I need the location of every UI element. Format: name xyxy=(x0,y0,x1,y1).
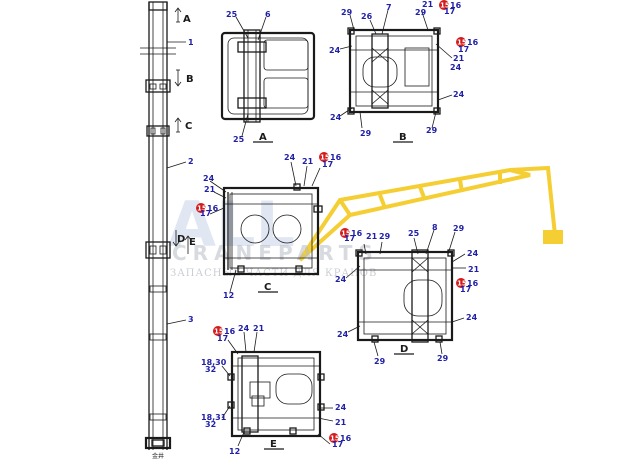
svg-text:21: 21 xyxy=(468,265,480,274)
view-e: 15 16 17 24 21 18,30 32 18,31 32 24 21 1… xyxy=(201,324,352,456)
view-a-title: A xyxy=(259,132,267,143)
svg-text:16: 16 xyxy=(224,327,236,336)
svg-text:24: 24 xyxy=(337,330,349,339)
svg-text:15: 15 xyxy=(214,328,224,336)
svg-text:7: 7 xyxy=(386,3,392,12)
svg-text:17: 17 xyxy=(200,209,211,218)
section-mark-d: D xyxy=(172,230,185,247)
svg-text:32: 32 xyxy=(205,420,216,429)
svg-text:21: 21 xyxy=(204,185,216,194)
svg-text:15: 15 xyxy=(320,154,330,162)
svg-text:24: 24 xyxy=(467,249,479,258)
view-b: 29 26 7 21 15 16 29 17 15 16 24 17 21 24… xyxy=(329,0,479,143)
svg-text:29: 29 xyxy=(360,129,372,138)
column-footer: 金井 xyxy=(152,452,164,460)
svg-text:15: 15 xyxy=(457,39,467,47)
svg-text:8: 8 xyxy=(432,223,438,232)
label-a-25b: 25 xyxy=(233,135,245,144)
svg-text:15: 15 xyxy=(330,435,340,443)
svg-text:B: B xyxy=(186,74,194,85)
svg-text:21: 21 xyxy=(302,157,314,166)
svg-text:12: 12 xyxy=(223,291,234,300)
label-2: 2 xyxy=(188,157,194,166)
view-c-title: C xyxy=(264,282,271,293)
boom-side-elevation: 金井 1 2 3 A B C D xyxy=(140,1,196,460)
svg-text:29: 29 xyxy=(453,224,465,233)
svg-text:15: 15 xyxy=(457,280,467,288)
svg-text:29: 29 xyxy=(437,354,449,363)
svg-text:17: 17 xyxy=(344,234,355,243)
svg-text:15: 15 xyxy=(440,2,450,10)
watermark: ALL CRANEPARTS ЗАПАСНЫЕ ЧАСТИ ДЛЯ КРАНОВ xyxy=(168,165,563,279)
svg-text:29: 29 xyxy=(379,232,391,241)
view-d: 15 16 17 21 29 25 8 29 24 21 15 16 17 24… xyxy=(335,223,480,366)
svg-text:21: 21 xyxy=(253,324,265,333)
section-mark-b: B xyxy=(174,69,194,87)
label-a-25: 25 xyxy=(226,10,238,19)
svg-text:24: 24 xyxy=(329,46,341,55)
crane-silhouette-icon xyxy=(298,165,563,262)
svg-text:29: 29 xyxy=(341,8,353,17)
svg-text:16: 16 xyxy=(340,434,352,443)
svg-text:17: 17 xyxy=(444,7,455,16)
svg-text:C: C xyxy=(185,121,192,132)
view-c: 24 21 15 16 17 24 21 15 16 17 12 C xyxy=(196,152,342,300)
svg-text:16: 16 xyxy=(330,153,342,162)
svg-text:17: 17 xyxy=(217,334,228,343)
svg-text:D: D xyxy=(177,234,185,245)
svg-text:24: 24 xyxy=(203,174,215,183)
svg-text:17: 17 xyxy=(322,160,333,169)
svg-text:16: 16 xyxy=(467,279,479,288)
svg-text:16: 16 xyxy=(351,229,363,238)
svg-text:E: E xyxy=(189,237,196,248)
svg-text:29: 29 xyxy=(374,357,386,366)
svg-text:15: 15 xyxy=(197,205,207,213)
view-e-title: E xyxy=(270,439,277,450)
label-a-6: 6 xyxy=(265,10,271,19)
svg-text:26: 26 xyxy=(361,12,373,21)
svg-text:21: 21 xyxy=(422,0,434,9)
svg-text:24: 24 xyxy=(335,275,347,284)
svg-text:16: 16 xyxy=(450,1,462,10)
svg-text:16: 16 xyxy=(207,204,219,213)
section-mark-a: A xyxy=(174,7,191,25)
svg-text:17: 17 xyxy=(332,440,343,449)
svg-text:12: 12 xyxy=(229,447,240,456)
svg-text:29: 29 xyxy=(415,8,427,17)
svg-text:24: 24 xyxy=(335,403,347,412)
svg-text:18,31: 18,31 xyxy=(201,413,227,422)
svg-text:16: 16 xyxy=(467,38,479,47)
svg-text:24: 24 xyxy=(330,113,342,122)
label-3: 3 xyxy=(188,315,194,324)
view-b-title: B xyxy=(399,132,407,143)
svg-text:A: A xyxy=(183,14,191,25)
svg-text:21: 21 xyxy=(335,418,347,427)
svg-text:24: 24 xyxy=(238,324,250,333)
svg-text:25: 25 xyxy=(408,229,420,238)
label-1: 1 xyxy=(188,38,194,47)
section-mark-e: E xyxy=(184,235,196,254)
svg-text:29: 29 xyxy=(426,126,438,135)
watermark-brand: CRANEPARTS xyxy=(172,241,379,265)
svg-text:15: 15 xyxy=(341,230,351,238)
svg-text:24: 24 xyxy=(453,90,465,99)
svg-text:17: 17 xyxy=(460,285,471,294)
view-a: 25 6 25 A xyxy=(220,10,316,144)
svg-text:24: 24 xyxy=(466,313,478,322)
view-d-title: D xyxy=(400,344,408,355)
svg-text:24: 24 xyxy=(450,63,462,72)
svg-text:18,30: 18,30 xyxy=(201,358,227,367)
svg-text:21: 21 xyxy=(366,232,378,241)
svg-text:24: 24 xyxy=(284,153,296,162)
svg-text:17: 17 xyxy=(458,45,469,54)
svg-text:32: 32 xyxy=(205,365,216,374)
svg-text:21: 21 xyxy=(453,54,465,63)
section-mark-c: C xyxy=(174,117,192,133)
